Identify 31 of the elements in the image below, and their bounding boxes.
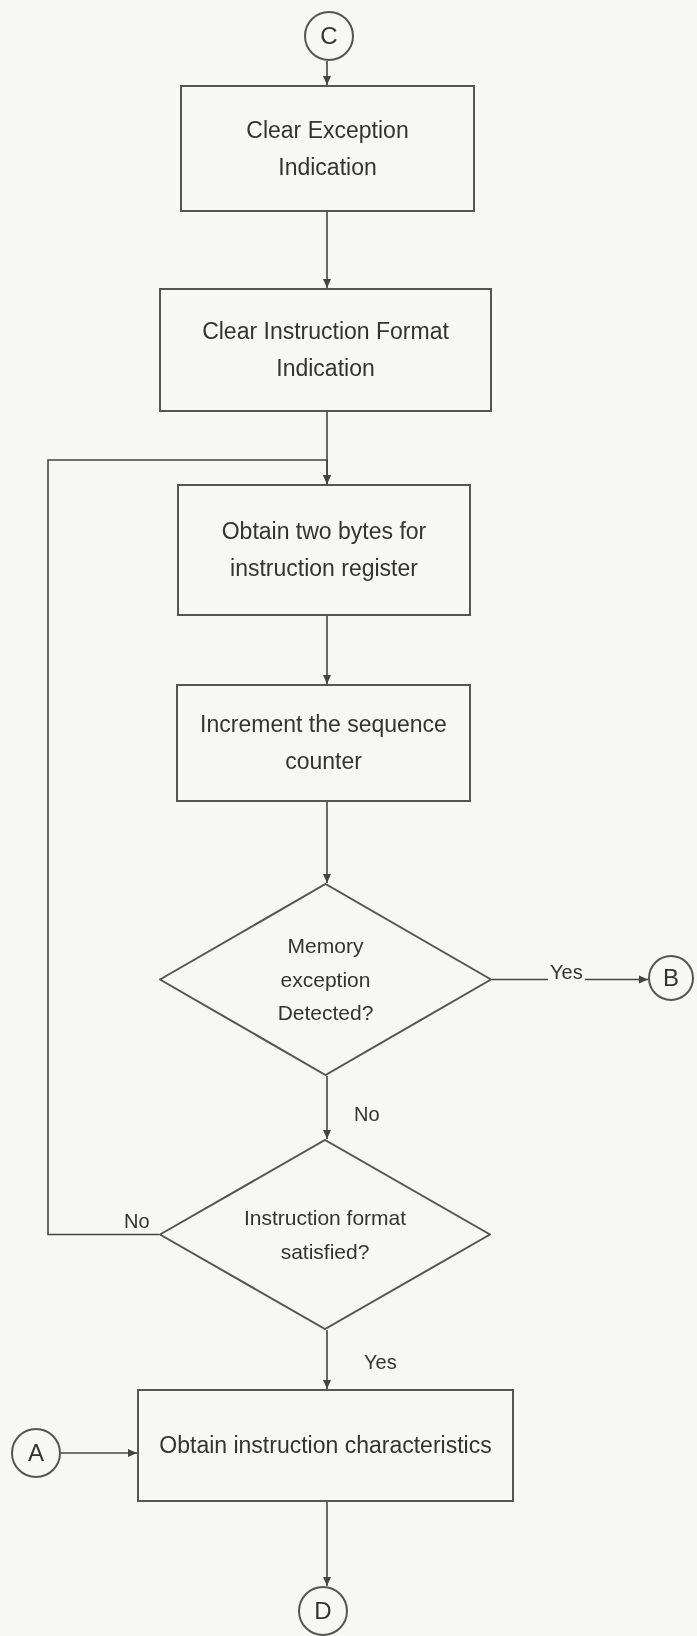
node-text: Clear Exception Indication <box>245 115 410 182</box>
arrow <box>323 211 331 289</box>
arrow <box>323 60 331 86</box>
node-text: A <box>28 1441 44 1465</box>
decision-diamond <box>159 883 492 1076</box>
node-text: B <box>663 966 679 990</box>
node-text: Clear Instruction Format Indication <box>201 317 450 383</box>
arrow <box>323 1501 331 1587</box>
edge-label: Yes <box>362 1352 399 1372</box>
arrow <box>323 615 331 685</box>
process-box <box>137 1389 514 1502</box>
node-text: Memory exception Detected? <box>276 933 375 1027</box>
node-text: Obtain instruction characteristics <box>159 1431 492 1461</box>
arrow <box>47 459 331 1236</box>
node-text: Increment the sequence counter <box>199 710 448 776</box>
process-box <box>180 85 475 212</box>
process-box <box>177 484 471 616</box>
arrow <box>323 801 331 884</box>
edge-label: Yes <box>548 962 585 982</box>
arrow <box>60 1449 138 1457</box>
node-text: D <box>314 1599 332 1623</box>
process-box <box>176 684 471 802</box>
edge-label: No <box>122 1211 152 1231</box>
node-text: C <box>320 24 338 48</box>
arrow <box>323 1329 331 1390</box>
node-text: Instruction format satisfied? <box>242 1204 408 1265</box>
edge-label: No <box>352 1104 382 1124</box>
arrow <box>323 1075 331 1140</box>
decision-diamond <box>159 1139 491 1330</box>
process-box <box>159 288 492 412</box>
node-text: Obtain two bytes for instruction register <box>220 517 428 583</box>
